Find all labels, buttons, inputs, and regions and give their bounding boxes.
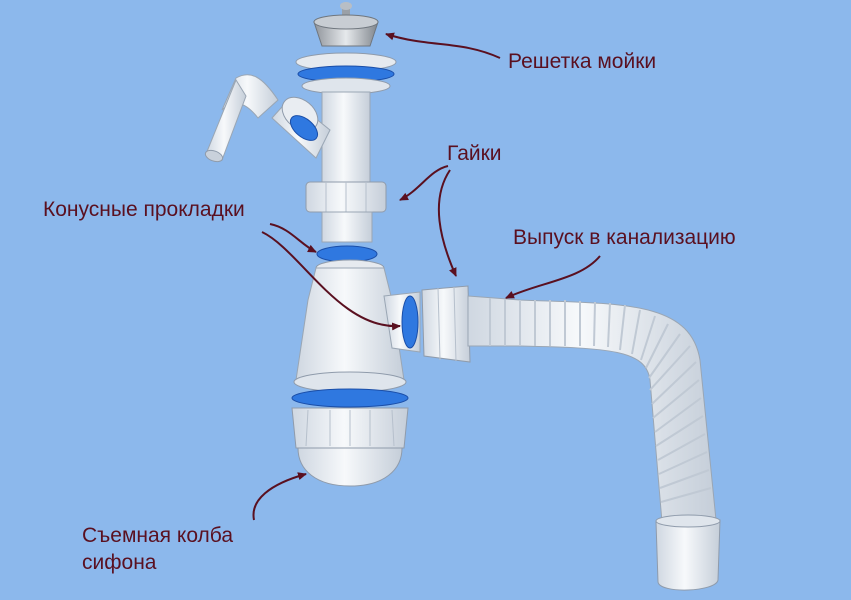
arrow-cone-upper (269, 223, 317, 253)
siphon-body (293, 259, 421, 393)
corrugated-hose (467, 295, 721, 591)
label-nuts: Гайки (447, 142, 502, 165)
upper-nut (305, 181, 387, 243)
arrow-outlet (505, 255, 601, 299)
label-removable-bowl-line2: сифона (82, 551, 157, 574)
arrow-bowl (252, 472, 307, 521)
callout-arrows (252, 32, 601, 521)
outlet-nut (421, 285, 471, 363)
arrow-nuts-upper (399, 165, 449, 201)
siphon-bowl (291, 388, 409, 487)
label-removable-bowl-line1: Съемная колба (82, 524, 234, 547)
drain-body (204, 74, 371, 186)
label-sink-grate: Решетка мойки (508, 50, 657, 73)
arrow-grate (385, 32, 501, 59)
label-sewer-outlet: Выпуск в канализацию (513, 226, 736, 249)
label-cone-gaskets: Конусные прокладки (43, 198, 245, 221)
arrow-nuts-lower (437, 169, 457, 277)
drain-flange (295, 52, 397, 95)
sink-grate (313, 2, 379, 47)
arrow-cone-lower (261, 231, 401, 331)
label-removable-bowl: Съемная колба сифона (82, 522, 233, 576)
